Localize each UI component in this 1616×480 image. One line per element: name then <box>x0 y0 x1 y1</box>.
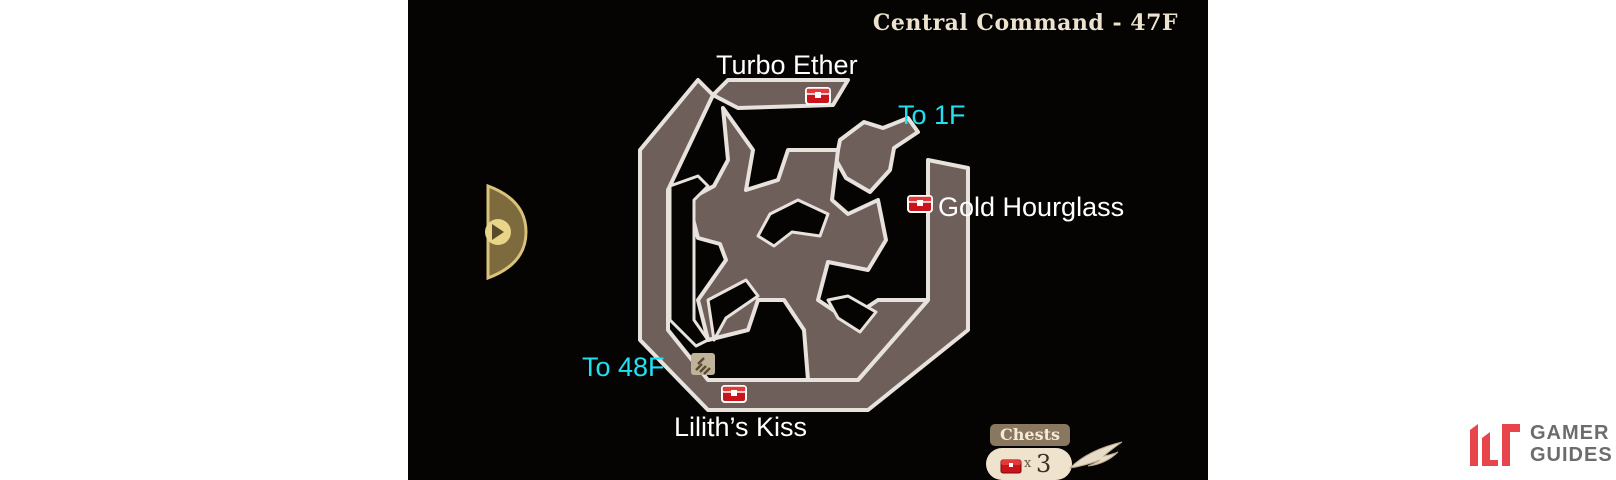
floor-map <box>485 78 970 412</box>
chest-counter-times: x <box>1024 456 1032 471</box>
treasure-chest-icon[interactable] <box>906 190 934 214</box>
chest-counter: Chests x 3 <box>986 420 1140 480</box>
expand-tab-icon[interactable] <box>485 183 528 281</box>
map-title: Central Command - 47F <box>872 10 1178 36</box>
label-to-48f: To 48F <box>582 352 665 382</box>
map-central-hub <box>686 106 930 382</box>
label-liliths-kiss: Lilith’s Kiss <box>674 412 808 442</box>
treasure-chest-icon[interactable] <box>720 380 748 404</box>
chest-counter-plate <box>986 448 1072 480</box>
treasure-chest-icon[interactable] <box>804 82 832 106</box>
gamer-guides-logo-icon <box>1470 424 1520 466</box>
stairs-icon[interactable] <box>690 352 716 376</box>
brand-line-1: GAMER <box>1530 422 1610 444</box>
label-gold-hourglass: Gold Hourglass <box>938 192 1125 222</box>
chest-counter-count: 3 <box>1036 450 1052 478</box>
gamer-guides-logo: GAMER GUIDES <box>1466 418 1616 470</box>
chest-counter-title: Chests <box>990 424 1070 446</box>
map-stair-corridor <box>834 116 920 194</box>
brand-line-2: GUIDES <box>1530 444 1613 466</box>
label-to-1f: To 1F <box>898 100 966 130</box>
label-turbo-ether: Turbo Ether <box>716 50 858 80</box>
map-panel: Central Command - 47F Turbo Ether To 1F … <box>408 0 1208 480</box>
treasure-chest-icon <box>1000 459 1022 474</box>
map-west-passage <box>668 174 710 348</box>
wing-ornament-icon <box>1068 441 1123 469</box>
